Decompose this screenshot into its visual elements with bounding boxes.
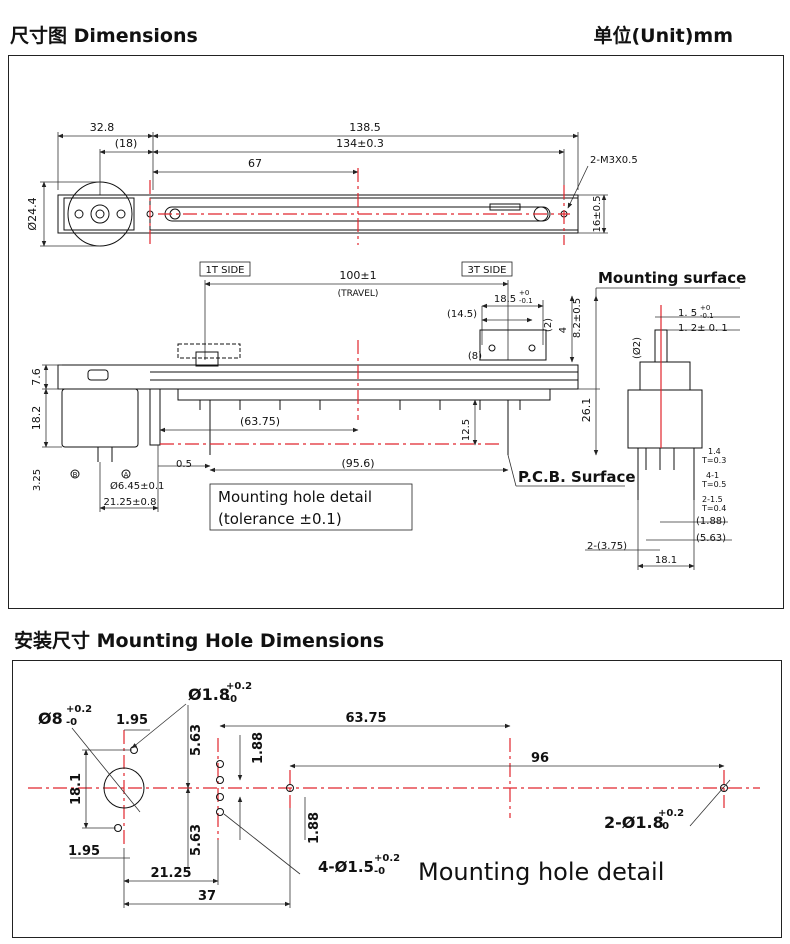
holes-4-tol-lower: -0 [374, 866, 385, 877]
holes-4-label: 4-Ø1.5 [318, 858, 374, 876]
dim-21-25: 21.25 [150, 866, 191, 881]
dim-18-5-tol-upper: +0 [519, 289, 529, 297]
dia-24-4: Ø24.4 [26, 197, 39, 230]
side-dim-t0-3: T=0.3 [701, 456, 726, 465]
side-dim-t0-4: T=0.4 [701, 504, 726, 513]
hole-detail-caption: Mounting hole detail [418, 858, 664, 886]
screw-label: 2-M3X0.5 [590, 155, 638, 166]
dim-18-1: 18.1 [69, 773, 84, 805]
dia-8-tol-upper: +0.2 [66, 704, 92, 715]
hole-1-8-right [720, 784, 728, 792]
travel-value: 100±1 [339, 269, 376, 282]
side-view-top [639, 361, 691, 391]
dim-8-2: 8.2±0.5 [572, 298, 583, 338]
dim-2: (2) [543, 318, 554, 332]
holes-4-tol-upper: +0.2 [374, 853, 400, 864]
side-dim-2-3-75: 2-(3.75) [587, 541, 627, 552]
dim-12-5: 12.5 [461, 419, 472, 441]
dim-26-1: 26.1 [580, 398, 593, 423]
dim-14-5: (14.5) [447, 309, 477, 320]
dim-96: 96 [531, 751, 549, 766]
dim-67: 67 [248, 157, 262, 170]
pin-hole-2 [216, 776, 224, 784]
side-view: 1. 5 +0 -0.1 1. 2± 0. 1 (Ø2) 1.4 T=0.3 4… [585, 304, 740, 570]
holes-2-tol-lower: -0 [658, 821, 669, 832]
dim-0-5: 0.5 [176, 459, 192, 470]
top-view: 32.8 138.5 (18) 134±0.3 67 2-M3X0.5 Ø24.… [26, 121, 638, 247]
side-dim-1-5-tol-lower: -0.1 [700, 312, 714, 320]
side-dim-1-5: 1. 5 [678, 308, 697, 319]
dia-1-8-tol-upper: +0.2 [226, 681, 252, 692]
front-view: 1T SIDE 3T SIDE 100±1 (TRAVEL) 18.5 +0 -… [30, 261, 746, 531]
dia-6-45: Ø6.45±0.1 [110, 480, 164, 492]
dim-138-5: 138.5 [349, 121, 381, 134]
pin-hole-3 [216, 793, 224, 801]
dia-8: Ø8 [38, 709, 63, 728]
dim-16: 16±0.5 [592, 195, 603, 232]
note-line-2: (tolerance ±0.1) [218, 510, 342, 528]
dim-63-75: 63.75 [345, 711, 386, 726]
dim-1-95-top: 1.95 [116, 713, 148, 728]
dim-37: 37 [198, 889, 216, 904]
side-dim-2-1-5: 2-1.5 [702, 495, 723, 504]
dim-8: (8) [468, 351, 482, 362]
pin-hole-1 [216, 760, 224, 768]
hole-1-8-left [286, 784, 294, 792]
dim-18-5-tol-lower: -0.1 [519, 297, 533, 305]
rail [57, 364, 579, 390]
dim-1-88-bottom: 1.88 [307, 812, 322, 844]
dim-32-8: 32.8 [90, 121, 115, 134]
side-dim-1-5-tol-upper: +0 [700, 304, 710, 312]
dia-1-8-tol-lower: -0 [226, 694, 237, 705]
side-view-body [627, 389, 703, 449]
dia-1-8: Ø1.8 [188, 685, 230, 704]
side-1t-box [199, 261, 251, 277]
mounting-surface-label: Mounting surface [598, 269, 746, 287]
pin-a-label: A [124, 471, 129, 479]
pin-b-label: B [73, 471, 78, 479]
hole-detail: Ø8 +0.2 -0 Ø1.8 +0.2 -0 1.95 18.1 1.95 5… [28, 681, 760, 908]
side-dim-1-4: 1.4 [708, 447, 721, 456]
note-line-1: Mounting hole detail [218, 488, 372, 506]
side-1t-label: 1T SIDE [206, 265, 245, 276]
side-dim-1-88: (1.88) [696, 516, 726, 527]
pcb-surface-label: P.C.B. Surface [518, 468, 636, 486]
unit-label: 单位(Unit)mm [593, 25, 733, 47]
side-3t-box [461, 261, 513, 277]
hole-8mm [103, 767, 145, 809]
dim-3-25: 3.25 [32, 469, 43, 491]
dim-4: 4 [558, 327, 569, 333]
dimensions-title: 尺寸图 Dimensions [10, 25, 198, 47]
dim-5-63-top: 5.63 [189, 724, 204, 756]
side-dim-t0-5: T=0.5 [701, 480, 726, 489]
dim-95-6: (95.6) [341, 457, 374, 470]
dim-21-25: 21.25±0.8 [104, 497, 157, 508]
mounting-note-box [209, 483, 413, 531]
side-3t-label: 3T SIDE [468, 265, 507, 276]
dim-18-5: 18.5 [494, 294, 516, 305]
dim-63-75: (63.75) [240, 415, 280, 428]
pin-hole-4 [216, 808, 224, 816]
dim-7-6: 7.6 [30, 368, 43, 386]
dim-1-88-top: 1.88 [251, 732, 266, 764]
holes-2-label: 2-Ø1.8 [604, 813, 664, 832]
side-dim-5-63: (5.63) [696, 533, 726, 544]
motor-body [61, 388, 139, 448]
dia-8-tol-lower: -0 [66, 717, 77, 728]
mounting-hole-frame [12, 660, 782, 938]
mounting-hole-title: 安装尺寸 Mounting Hole Dimensions [14, 630, 385, 652]
side-dim-18-1: 18.1 [655, 555, 677, 566]
holes-2-tol-upper: +0.2 [658, 808, 684, 819]
dim-18: (18) [115, 137, 138, 150]
travel-label: (TRAVEL) [338, 289, 379, 299]
side-dia-2: (Ø2) [631, 337, 643, 359]
side-dim-4-1: 4-1 [706, 471, 719, 480]
dimensions-frame [8, 55, 784, 609]
dim-5-63-bottom: 5.63 [189, 824, 204, 856]
dim-18-2: 18.2 [30, 406, 43, 431]
side-dim-1-2: 1. 2± 0. 1 [678, 323, 728, 334]
dim-134: 134±0.3 [336, 137, 384, 150]
dim-1-95-bottom: 1.95 [68, 844, 100, 859]
